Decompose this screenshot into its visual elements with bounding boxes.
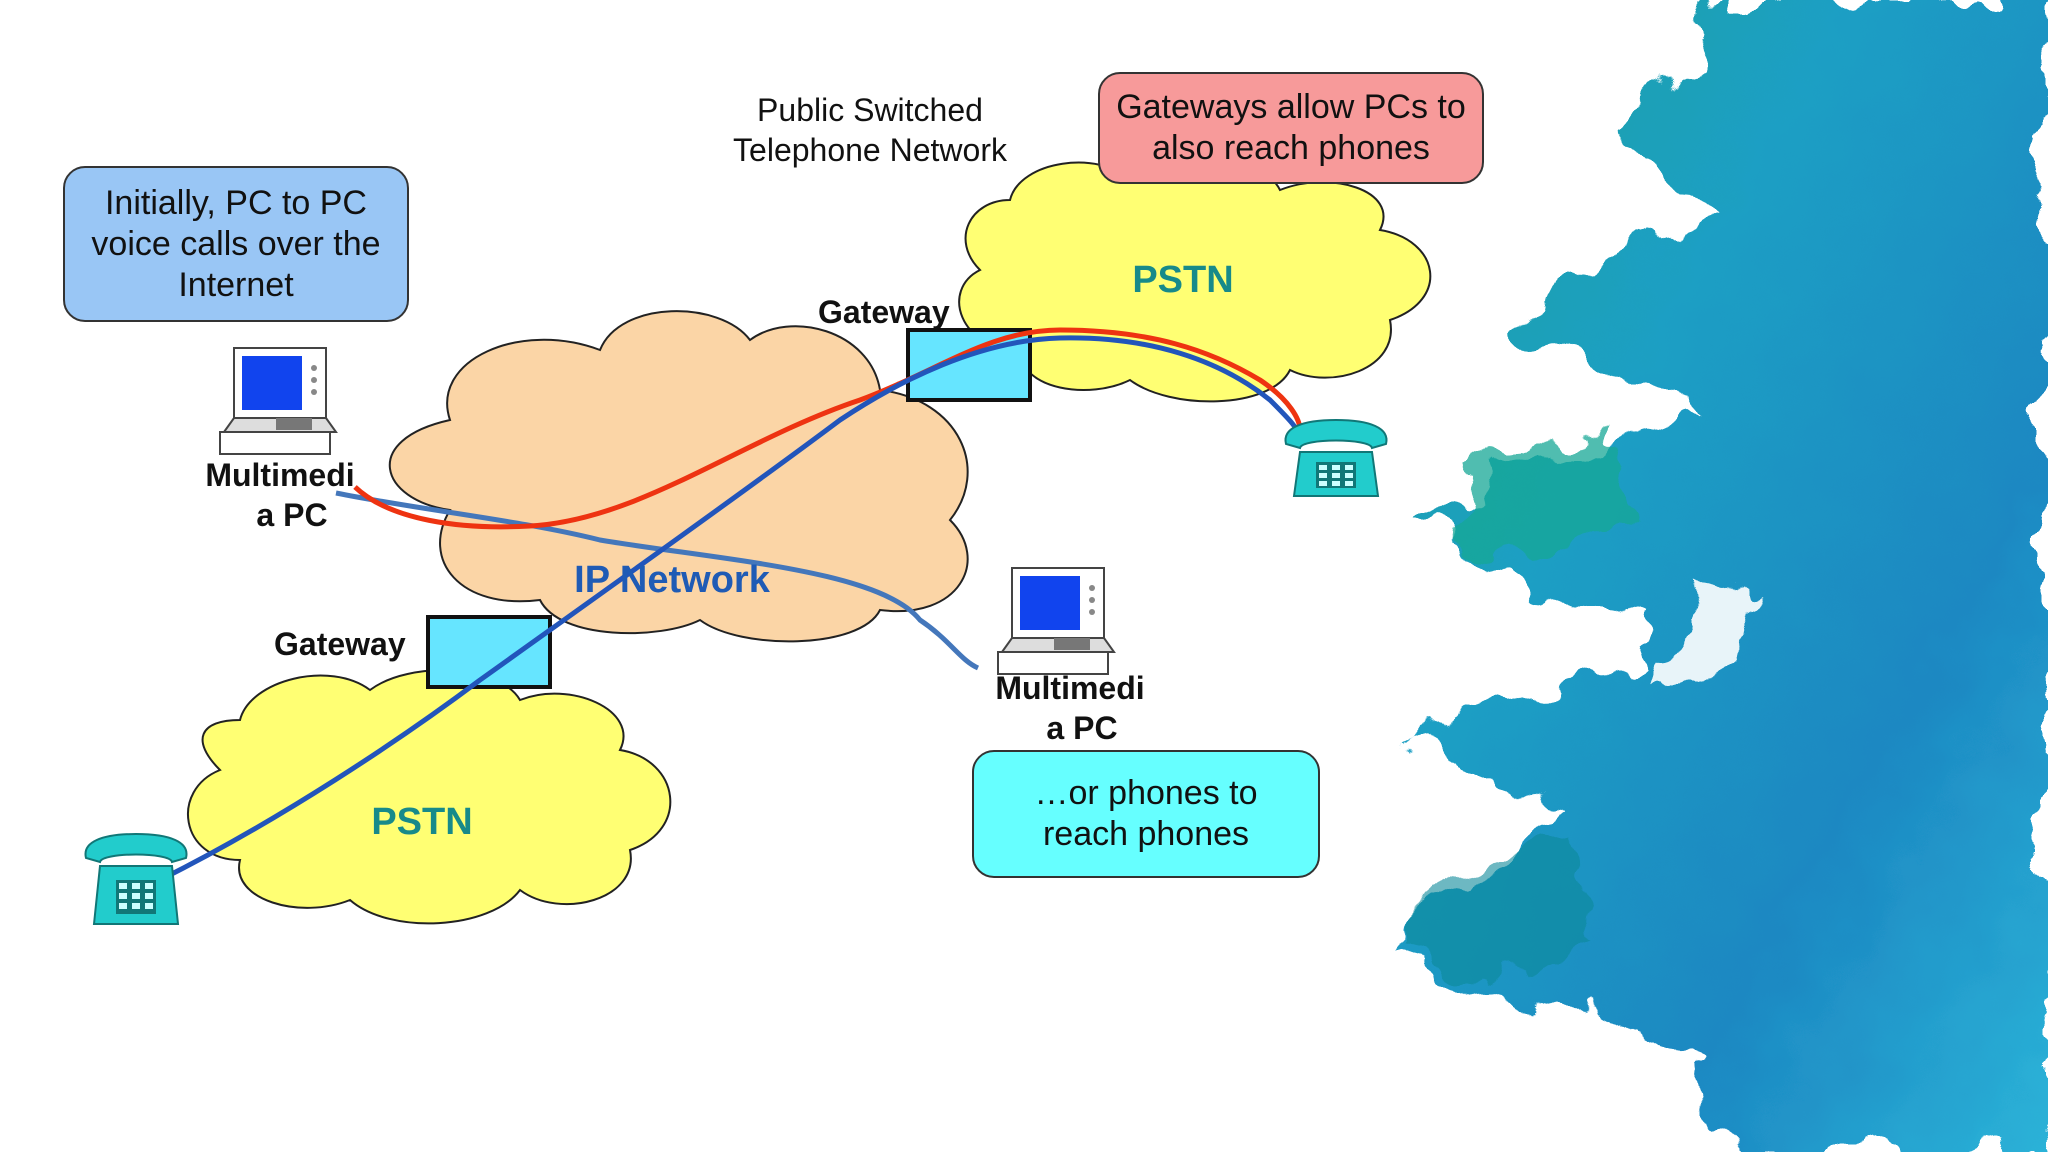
- gateway-bottom-label: Gateway: [274, 626, 406, 662]
- pstn-caption: Public Switched Telephone Network: [716, 90, 1024, 170]
- callout-pc-to-phone: Gateways allow PCs to also reach phones: [1098, 72, 1484, 184]
- ip-network-cloud: [389, 310, 969, 643]
- pc-left-label: Multimedi a PC: [190, 455, 370, 535]
- pstn-bottom-label: PSTN: [371, 801, 472, 843]
- pc-right-label-line2: a PC: [1046, 710, 1118, 746]
- pstn-bottom-cloud: [186, 669, 672, 925]
- pc-left-label-line2: a PC: [256, 497, 328, 533]
- pstn-caption-line1: Public Switched: [757, 92, 983, 128]
- phone-left-icon: [84, 832, 188, 925]
- ip-network-label: IP Network: [574, 559, 771, 601]
- path-pc-to-pc: [335, 490, 980, 671]
- callout-pc-to-pc-text: Initially, PC to PC voice calls over the…: [91, 183, 381, 304]
- paint-splash-decoration: [1390, 0, 2048, 1152]
- pstn-caption-line2: Telephone Network: [733, 132, 1007, 168]
- pc-right-icon: [997, 567, 1116, 675]
- path-phone-to-phone: [158, 335, 1303, 883]
- callout-pc-to-phone-text: Gateways allow PCs to also reach phones: [1116, 88, 1466, 167]
- pstn-top-label: PSTN: [1132, 259, 1233, 301]
- pc-right-label: Multimedi a PC: [980, 668, 1160, 748]
- gateway-top-label: Gateway: [818, 294, 950, 330]
- callout-phone-to-phone-text: …or phones to reach phones: [1034, 774, 1258, 853]
- pc-right-label-line1: Multimedi: [995, 670, 1145, 706]
- phone-right-icon: [1284, 418, 1388, 497]
- pc-left-label-line1: Multimedi: [205, 457, 355, 493]
- callout-pc-to-pc: Initially, PC to PC voice calls over the…: [63, 166, 409, 322]
- pc-left-icon: [219, 347, 338, 455]
- callout-phone-to-phone: …or phones to reach phones: [972, 750, 1320, 878]
- gateway-top-box: [906, 328, 1032, 402]
